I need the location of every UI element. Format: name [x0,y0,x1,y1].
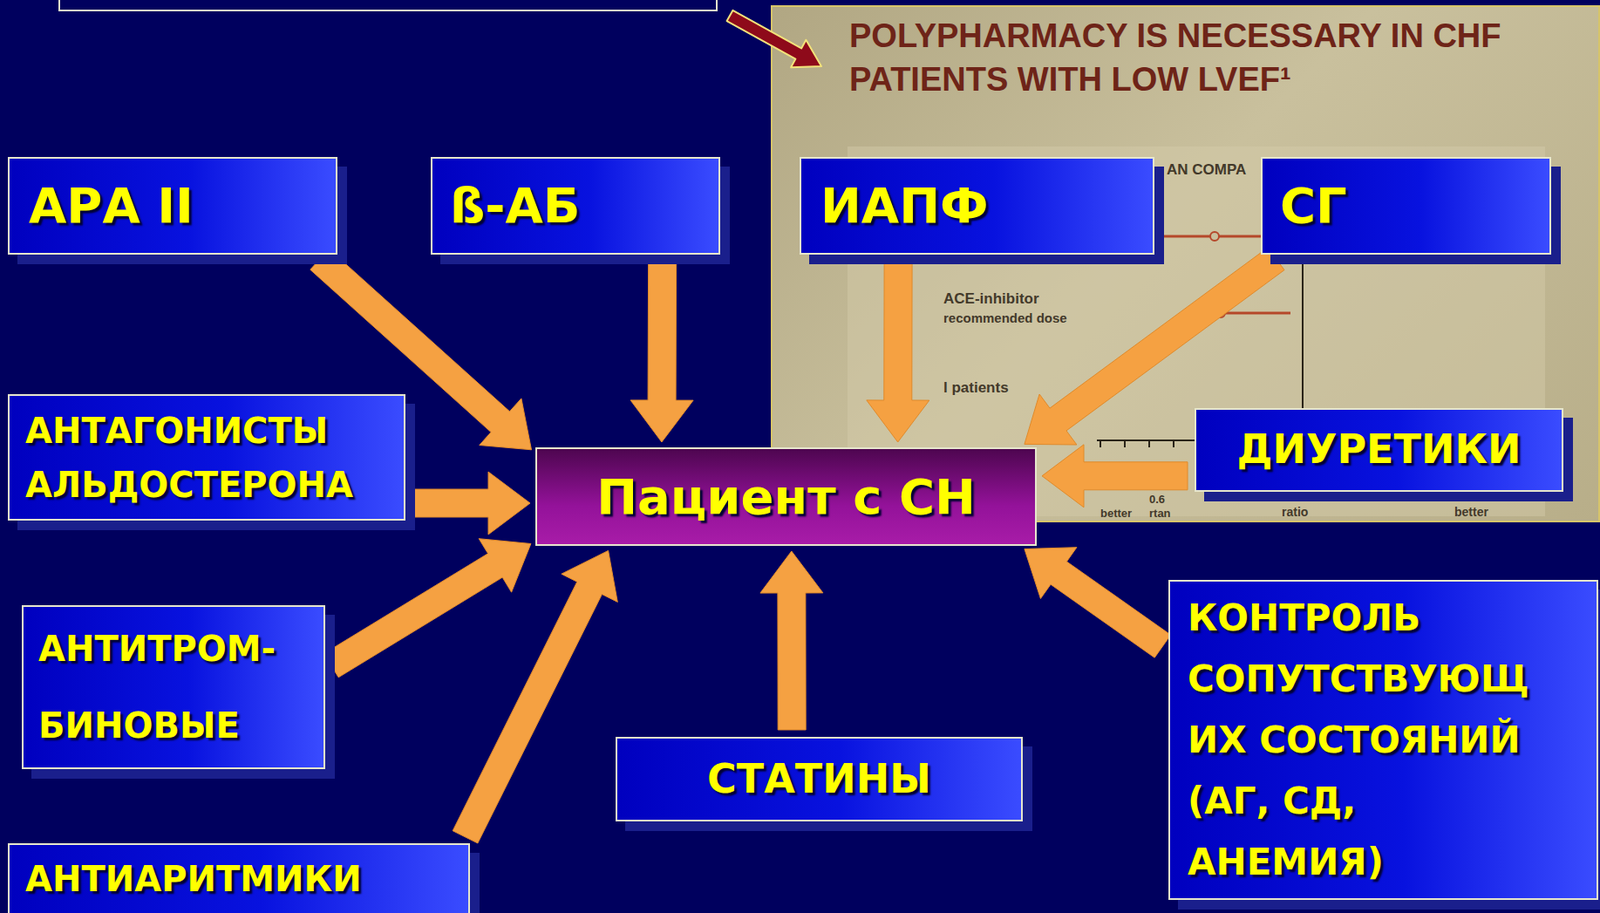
drug-box: СГ [1260,156,1552,255]
box-label: АРА II [28,176,194,235]
chart-label: l patients [943,380,1009,395]
axis-label: better [1100,507,1132,519]
axis-tick [1099,440,1102,448]
box-label: ИАПФ [820,176,989,235]
block-arrow [866,261,930,443]
block-arrow [760,551,824,730]
photo-heading: POLYPHARMACY IS NECESSARY IN CHF PATIENT… [849,13,1521,102]
comorbidity-box: КОНТРОЛЬ СОПУТСТВУЮЩ ИХ СОСТОЯНИЙ (АГ, С… [1168,579,1599,900]
box-label: ДИУРЕТИКИ [1236,425,1521,474]
block-arrow [630,261,694,443]
drug-box: АРА II [7,156,338,255]
box-label: АНТИТРОМ- БИНОВЫЕ [38,610,305,764]
block-arrow [452,550,618,844]
box-label: Пациент с СН [596,467,976,526]
drug-box: АНТАГОНИСТЫ АЛЬДОСТЕРОНА [7,394,406,521]
drug-box: СТАТИНЫ [615,736,1023,822]
chart-label: recommended dose [943,311,1068,325]
pointer-arrow [727,10,822,68]
chart-label: AN COMPA [1166,162,1246,178]
box-label: АНТАГОНИСТЫ АЛЬДОСТЕРОНА [25,403,389,512]
axis-label: better [1454,505,1489,518]
chart-label: ACE-inhibitor [943,291,1040,307]
patient-box: Пациент с СН [535,447,1037,546]
drug-box: ДИУРЕТИКИ [1194,408,1564,492]
drug-box: АНТИАРИТМИКИ [7,843,470,913]
axis-tick [1123,440,1126,448]
drug-box: ИАПФ [799,156,1155,255]
box-label: ß-АБ [449,176,581,235]
box-label: КОНТРОЛЬ СОПУТСТВУЮЩ ИХ СОСТОЯНИЙ (АГ, С… [1187,587,1559,893]
drug-box: АНТИТРОМ- БИНОВЫЕ [21,605,326,770]
axis-label: rtan [1149,507,1172,519]
axis-tick [1172,440,1175,448]
axis-line [1096,439,1197,442]
axis-number: 0.6 [1149,493,1165,505]
box-label: АНТИАРИТМИКИ [25,857,362,900]
axis-tick [1148,440,1151,448]
cropped-box [59,0,717,11]
block-arrow [412,471,531,535]
block-arrow [1041,444,1188,508]
box-label: СГ [1280,176,1348,235]
box-label: СТАТИНЫ [707,755,932,804]
interval-point [1210,231,1219,241]
block-arrow [324,538,532,678]
block-arrow [1024,547,1172,659]
drug-box: ß-АБ [430,156,721,255]
axis-label: ratio [1281,505,1308,518]
